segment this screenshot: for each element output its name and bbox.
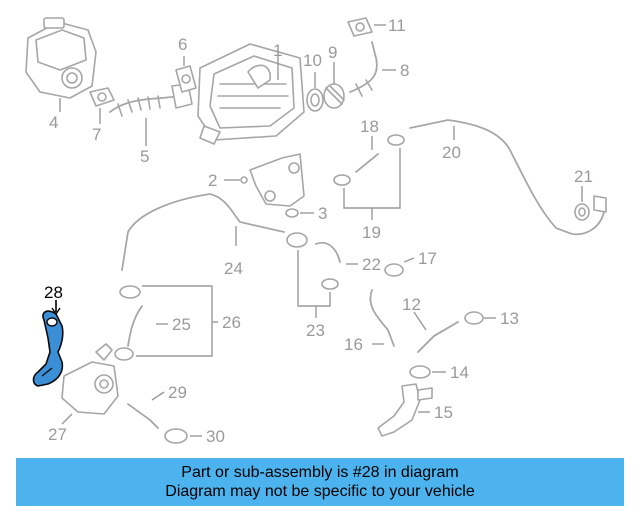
part-16-hose: [369, 289, 395, 347]
part-29-hose: [127, 391, 165, 429]
callout-23: 23: [306, 321, 325, 340]
callout-10: 10: [303, 51, 322, 70]
callout-17: 17: [418, 249, 437, 268]
part-24-pipe: [121, 193, 285, 271]
part-7-gasket: [89, 87, 115, 124]
callout-7: 7: [92, 125, 101, 144]
part-17-clamp: [384, 257, 415, 277]
callout-24: 24: [224, 259, 243, 278]
part-27-pump: [61, 343, 119, 425]
part-12-hose: [413, 311, 459, 353]
part-20-pipe: [409, 119, 605, 236]
part-3-seal: [285, 208, 314, 218]
callout-11: 11: [388, 16, 406, 35]
part-10-ring: [306, 72, 324, 112]
callout-13: 13: [500, 309, 519, 328]
part-25-hose: [114, 285, 218, 361]
part-30-clamp: [164, 428, 202, 444]
callout-4: 4: [49, 113, 58, 132]
banner-line-2: Diagram may not be specific to your vehi…: [165, 483, 475, 500]
callout-18: 18: [360, 117, 379, 136]
callout-1: 1: [273, 41, 282, 60]
part-22-hose: [286, 232, 358, 318]
callout-6: 6: [178, 35, 187, 54]
callout-12: 12: [402, 295, 421, 314]
part-5-pipe: [109, 83, 193, 146]
part-2-bracket: [224, 153, 305, 207]
callout-15: 15: [434, 403, 453, 422]
callout-5: 5: [140, 147, 149, 166]
banner-line-1: Part or sub-assembly is #28 in diagram: [181, 464, 459, 481]
callout-9: 9: [328, 43, 337, 62]
part-15-connector: [377, 383, 433, 437]
part-21-seal: [574, 186, 607, 221]
part-1-cooler: [197, 43, 305, 145]
part-28-bracket: [32, 300, 64, 387]
part-14-clamp: [409, 365, 446, 379]
callout-28: 28: [44, 283, 63, 302]
callout-3: 3: [318, 204, 327, 223]
callout-20: 20: [442, 143, 461, 162]
callout-22: 22: [362, 255, 381, 274]
callout-26: 26: [222, 313, 241, 332]
callout-21: 21: [574, 167, 593, 186]
callout-19: 19: [362, 223, 381, 242]
part-4-valve-block: [25, 17, 97, 112]
part-13-clamp: [464, 311, 496, 325]
callout-2: 2: [208, 171, 217, 190]
callout-14: 14: [450, 363, 469, 382]
part-18-hose: [333, 134, 405, 220]
part-9-clamp: [323, 62, 345, 109]
callout-8: 8: [400, 61, 409, 80]
callout-30: 30: [206, 427, 225, 446]
info-banner: Part or sub-assembly is #28 in diagram D…: [16, 458, 624, 506]
part-6-gasket: [175, 56, 197, 93]
part-11-gasket: [347, 17, 386, 37]
callout-29: 29: [168, 383, 187, 402]
callout-16: 16: [344, 335, 363, 354]
callout-25: 25: [172, 315, 191, 334]
part-8-hose: [349, 41, 396, 97]
callout-27: 27: [48, 425, 67, 444]
